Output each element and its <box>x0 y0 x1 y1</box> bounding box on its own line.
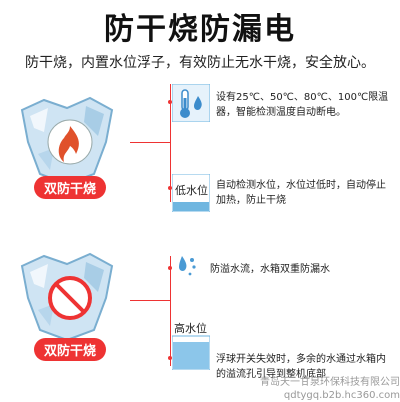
page-title: 防干烧防漏电 <box>104 12 296 47</box>
feature-desc: 设有25℃、50℃、80℃、100℃限温器，智能检测温度自动断电。 <box>216 92 389 118</box>
connector-dot <box>168 266 172 270</box>
feature-desc: 自动检测水位，水位过低时，自动停止加热，防止干烧 <box>216 180 386 206</box>
ice-badge-no-icon <box>20 252 114 342</box>
feature-label: 双防干烧 <box>34 338 107 361</box>
feature-section-dry-burn: 双防干烧 设有25℃、50℃、80℃、100℃限温器，智能检测温度自动断电。 低… <box>0 78 400 238</box>
thermometer-water-icon <box>172 84 210 122</box>
connector-dot <box>168 100 172 104</box>
feature-desc: 浮球开关失效时，多余的水通过水箱内的溢流孔引导到整机底部 <box>216 354 386 380</box>
connector-line <box>130 142 170 143</box>
low-water-level-label: 低水位 <box>175 184 208 197</box>
connector-dot <box>168 186 172 190</box>
connector-vline <box>170 256 171 366</box>
watermark: 青岛天一甘泉环保科技有限公司 qdtygq.b2b.hc360.com <box>200 376 400 402</box>
connector-vline <box>170 84 171 202</box>
low-water-level-icon: 低水位 <box>172 174 210 212</box>
connector-line <box>130 300 170 301</box>
page-subtitle: 防干烧，内置水位浮子，有效防止无水干烧，安全放心。 <box>25 55 375 71</box>
feature-label: 双防干烧 <box>34 176 107 199</box>
high-water-level-icon: 高水位 <box>172 320 210 370</box>
watermark-company: 青岛天一甘泉环保科技有限公司 <box>260 377 400 388</box>
water-spray-icon <box>179 256 196 276</box>
watermark-url: qdtygq.b2b.hc360.com <box>283 390 400 401</box>
ice-badge-flame-icon <box>20 96 114 186</box>
connector-dot <box>168 356 172 360</box>
high-water-level-label: 高水位 <box>174 322 207 335</box>
feature-section-leak: 双防干烧 防溢水流，水箱双重防漏水 高水位 浮球开关失效时，多余的水通过水箱内的… <box>0 238 400 398</box>
feature-desc: 防溢水流，水箱双重防漏水 <box>210 264 330 275</box>
